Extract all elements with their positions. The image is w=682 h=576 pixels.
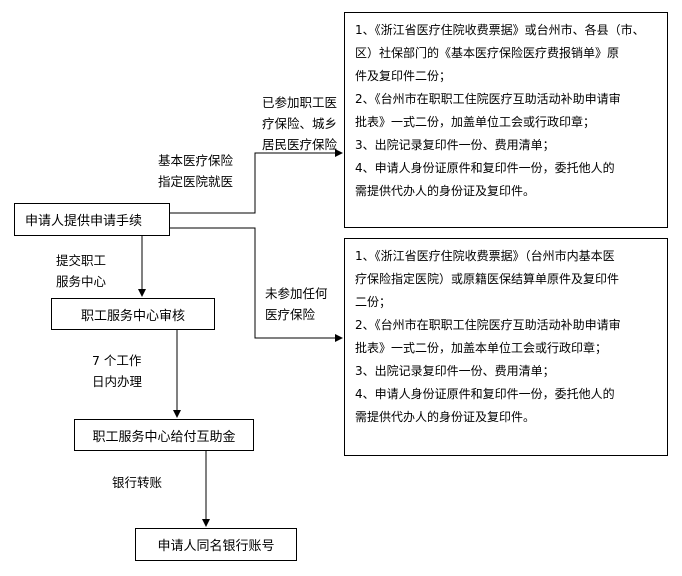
node-apply: 申请人提供申请手续 xyxy=(14,203,170,236)
node-audit: 职工服务中心审核 xyxy=(51,298,215,330)
node-pay-label: 职工服务中心给付互助金 xyxy=(92,429,236,445)
node-audit-label: 职工服务中心审核 xyxy=(80,308,185,324)
req-uninsured-line: 批表》一式二份，加盖本单位工会或行政印章； xyxy=(355,341,608,355)
label-submit: 提交职工 服务中心 xyxy=(56,253,107,289)
req-uninsured-line: 2、《台州市在职职工住院医疗互助活动补助申请审 xyxy=(355,318,621,332)
req-insured-line: 需提供代办人的身份证及复印件。 xyxy=(355,184,536,198)
req-uninsured-line: 1、《浙江省医疗住院收费票据》（台州市内基本医 xyxy=(355,249,615,263)
label-insured: 已参加职工医 疗保险、城乡 居民医疗保险 xyxy=(262,95,338,152)
node-apply-label: 申请人提供申请手续 xyxy=(25,214,143,229)
requirements-uninsured: 1、《浙江省医疗住院收费票据》（台州市内基本医 疗保险指定医院）或原籍医保结算单… xyxy=(344,238,668,456)
req-insured-line: 1、《浙江省医疗住院收费票据》或台州市、各县（市、 xyxy=(355,23,645,37)
label-uninsured: 未参加任何 医疗保险 xyxy=(265,286,328,322)
req-insured-line: 4、申请人身份证原件和复印件一份，委托他人的 xyxy=(355,161,615,175)
req-insured-line: 3、出院记录复印件一份、费用清单； xyxy=(355,138,555,152)
node-pay: 职工服务中心给付互助金 xyxy=(74,419,254,451)
req-uninsured-line: 疗保险指定医院）或原籍医保结算单原件及复印件 xyxy=(355,272,620,286)
req-insured-line: 区）社保部门的《基本医疗保险医疗费报销单》原 xyxy=(355,46,620,60)
req-uninsured-line: 3、出院记录复印件一份、费用清单； xyxy=(355,364,555,378)
node-account-label: 申请人同名银行账号 xyxy=(157,539,275,554)
req-uninsured-line: 4、申请人身份证原件和复印件一份，委托他人的 xyxy=(355,387,615,401)
connector-uninsured xyxy=(170,227,343,342)
connector-insured xyxy=(170,149,343,214)
node-account: 申请人同名银行账号 xyxy=(135,528,297,561)
label-designated-hospital: 基本医疗保险 指定医院就医 xyxy=(158,153,234,189)
req-insured-line: 件及复印件二份； xyxy=(355,69,452,83)
requirements-insured: 1、《浙江省医疗住院收费票据》或台州市、各县（市、 区）社保部门的《基本医疗保险… xyxy=(344,12,668,228)
req-uninsured-line: 二份； xyxy=(355,295,392,309)
label-working-days: 7 个工作 日内办理 xyxy=(92,353,143,389)
req-uninsured-line: 需提供代办人的身份证及复印件。 xyxy=(355,410,536,424)
req-insured-line: 2、《台州市在职职工住院医疗互助活动补助申请审 xyxy=(355,92,621,106)
req-insured-line: 批表》一式二份，加盖单位工会或行政印章； xyxy=(355,115,596,129)
label-bank-transfer: 银行转账 xyxy=(112,475,163,490)
